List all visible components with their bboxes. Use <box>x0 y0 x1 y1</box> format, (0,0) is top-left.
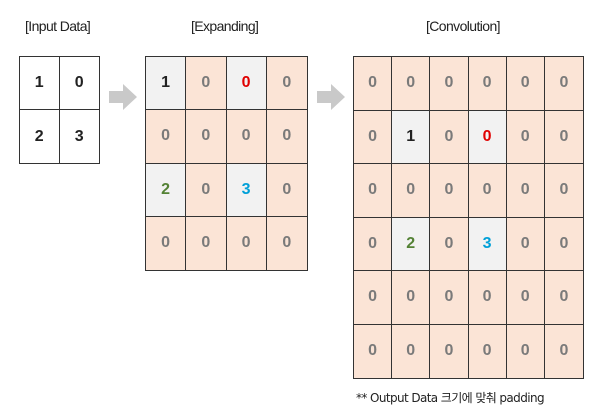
grid-cell: 0 <box>354 271 393 325</box>
grid-cell: 0 <box>266 163 307 217</box>
grid-cell: 1 <box>20 57 60 110</box>
grid-cell: 0 <box>468 57 507 111</box>
grid-cell: 0 <box>186 216 227 270</box>
grid-cell: 0 <box>430 164 469 218</box>
grid-cell: 0 <box>506 110 545 164</box>
grid-cell: 2 <box>392 217 431 271</box>
grid-cell: 2 <box>146 163 187 217</box>
input-data-title: [Input Data] <box>25 18 91 34</box>
grid-cell: 1 <box>146 57 187 111</box>
grid-cell: 0 <box>354 57 393 111</box>
padding-note: ** Output Data 크기에 맞춰 padding <box>356 391 545 405</box>
grid-cell: 0 <box>544 164 583 218</box>
grid-cell: 0 <box>226 216 267 270</box>
grid-cell: 0 <box>544 217 583 271</box>
grid-cell: 0 <box>430 324 469 378</box>
grid-cell: 0 <box>544 271 583 325</box>
grid-cell: 0 <box>506 324 545 378</box>
grid-cell: 0 <box>226 57 267 111</box>
grid-cell: 3 <box>226 163 267 217</box>
grid-cell: 0 <box>186 57 227 111</box>
grid-cell: 0 <box>506 57 545 111</box>
grid-cell: 0 <box>266 110 307 164</box>
grid-cell: 1 <box>392 110 431 164</box>
grid-cell: 0 <box>468 324 507 378</box>
grid-cell: 0 <box>506 271 545 325</box>
grid-cell: 0 <box>430 57 469 111</box>
grid-cell: 0 <box>354 324 393 378</box>
grid-cell: 3 <box>59 110 99 163</box>
grid-cell: 0 <box>468 110 507 164</box>
grid-cell: 0 <box>392 164 431 218</box>
grid-cell: 0 <box>468 164 507 218</box>
grid-cell: 0 <box>392 324 431 378</box>
grid-cell: 0 <box>506 217 545 271</box>
grid-cell: 0 <box>430 110 469 164</box>
grid-cell: 0 <box>506 164 545 218</box>
grid-cell: 0 <box>544 324 583 378</box>
grid-cell: 0 <box>266 216 307 270</box>
grid-cell: 0 <box>544 57 583 111</box>
grid-cell: 0 <box>354 217 393 271</box>
grid-cell: 0 <box>146 216 187 270</box>
grid-cell: 3 <box>468 217 507 271</box>
grid-cell: 0 <box>430 271 469 325</box>
grid-cell: 0 <box>468 271 507 325</box>
grid-cell: 0 <box>354 164 393 218</box>
grid-cell: 0 <box>392 271 431 325</box>
grid-cell: 0 <box>266 57 307 111</box>
convolution-title: [Convolution] <box>426 18 501 34</box>
grid-cell: 0 <box>59 57 99 110</box>
expanding-title: [Expanding] <box>191 18 259 34</box>
arrow-right-icon <box>317 84 345 110</box>
grid-cell: 0 <box>354 110 393 164</box>
grid-cell: 0 <box>186 110 227 164</box>
arrow-right-icon <box>109 84 137 110</box>
grid-cell: 0 <box>146 110 187 164</box>
grid-cell: 0 <box>226 110 267 164</box>
grid-cell: 0 <box>430 217 469 271</box>
grid-cell: 0 <box>544 110 583 164</box>
grid-cell: 0 <box>186 163 227 217</box>
grid-cell: 0 <box>392 57 431 111</box>
grid-cell: 2 <box>20 110 60 163</box>
